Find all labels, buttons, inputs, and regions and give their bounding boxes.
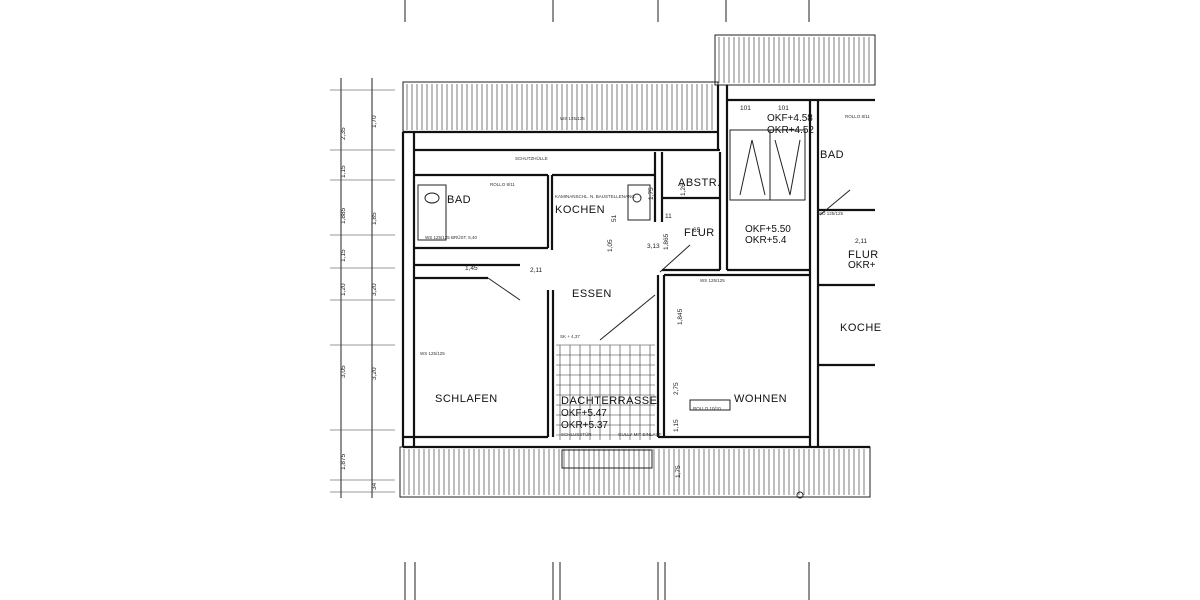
bathtub-drain [424, 192, 440, 204]
dim-label: 101 [778, 105, 789, 112]
room-label-essen: ESSEN [572, 288, 612, 300]
dim-label: 1,885 [340, 207, 347, 224]
kitchen-counter [627, 184, 651, 221]
dim-label: 11 [665, 213, 672, 220]
dim-label: 65 [693, 227, 701, 234]
kitchen-sink [632, 193, 642, 203]
room-label-flur-right: FLUR [848, 249, 879, 261]
terrace-paving [556, 344, 655, 440]
dim-label: 1,20 [340, 283, 347, 296]
roof-hatch-top [406, 84, 713, 130]
roof-top-outline [402, 81, 719, 133]
note-kamin: KAMINANSCHL. N. BAUSTELLENANG. [555, 194, 636, 199]
note-window-right: WD 125/125 [818, 211, 844, 216]
dim-label: 3,20 [371, 283, 378, 296]
room-label-abstr: ABSTR. [678, 177, 721, 189]
dim-label: 34 [371, 482, 378, 490]
dim-label: 2,11 [855, 238, 868, 245]
roof-bottom-outline [399, 446, 871, 498]
grid-stub-lines [404, 0, 810, 600]
dim-label: 3,05 [340, 365, 347, 378]
room-label-dachterrasse: DACHTERRASSE [561, 395, 657, 407]
roof-hatch-top-right [718, 37, 870, 83]
door-swing [487, 277, 521, 301]
door-swing [819, 189, 851, 216]
staircase [729, 129, 806, 201]
dim-label: 1,45 [465, 265, 478, 272]
dim-label: 1,845 [677, 308, 684, 325]
dim-label: 51 [611, 214, 618, 222]
interior-walls [414, 148, 875, 437]
dim-label: 101 [740, 105, 751, 112]
room-label-flur: FLUR [684, 227, 715, 239]
note-window-bad: WS 125/125 BRÜST. 5,40 [425, 234, 478, 240]
room-label-wohnen: WOHNEN [734, 393, 787, 405]
roof-hatch-bottom [403, 449, 865, 495]
note-sk: SK + 4,37 [560, 334, 580, 339]
dim-label: 1,15 [340, 165, 347, 178]
note-gully: GULLY MIT EINLAUF [618, 432, 662, 437]
level-label-stair-okr: OKR+4.52 [767, 125, 814, 136]
note-dachterrasse: SCHLUSSTÜR [561, 431, 592, 437]
roller-shutter-box [689, 399, 731, 411]
dim-label: 1,70 [371, 115, 378, 128]
level-label-terrace-okr: OKR+5.37 [561, 420, 608, 431]
note-rollo-kueche: ROLLO 8/11 [490, 182, 515, 187]
door-swing [599, 294, 656, 341]
roof-top-right-outline [714, 34, 876, 86]
dim-label: 3,13 [647, 243, 660, 250]
level-label-flur-okf: OKF+5.50 [745, 224, 791, 235]
room-label-bad: BAD [447, 194, 471, 206]
dim-label: 2,75 [673, 382, 680, 395]
dim-label: 2,35 [340, 127, 347, 140]
room-label-kochen-right: KOCHE [840, 322, 882, 334]
dim-label: 1,75 [648, 187, 655, 200]
level-label-right-okr: OKR+ [848, 260, 876, 271]
door-swing [659, 244, 691, 273]
drain-marker [796, 491, 804, 499]
note-rollo-wohnen: ROLLO 10/10 [693, 406, 721, 411]
note-schutzhuelle: SCHUTZHÜLLE [515, 155, 548, 161]
room-label-schlafen: SCHLAFEN [435, 393, 498, 405]
level-label-flur-okr: OKR+5.4 [745, 235, 787, 246]
room-label-kochen: KOCHEN [555, 204, 605, 216]
note-window-wohnen: WS 125/125 [700, 278, 725, 283]
level-label-terrace-okf: OKF+5.47 [561, 408, 607, 419]
dim-label: 1,85 [371, 212, 378, 225]
bathtub [417, 184, 447, 241]
note-window-schlafen: WS 125/125 [420, 351, 445, 356]
dim-label: 1,875 [340, 453, 347, 470]
dim-label: 1,15 [673, 419, 680, 432]
dim-label: 2,11 [530, 267, 543, 274]
dim-label: 1,05 [607, 239, 614, 252]
dim-label: 1,26 [680, 183, 687, 196]
outer-walls [401, 85, 875, 449]
note-window: WS 125/125 [560, 116, 585, 121]
level-label-stair-okf: OKF+4.58 [767, 113, 813, 124]
dim-label: 1,15 [340, 249, 347, 262]
dim-label: 3,20 [371, 367, 378, 380]
note-rollo-right: ROLLO 8/11 [845, 114, 870, 119]
left-dimension-chain: 2,35 1,15 1,885 1,15 1,20 3,05 1,875 1,7… [330, 78, 395, 498]
dim-label: 1,75 [675, 465, 682, 478]
terrace-gully [561, 449, 653, 469]
room-label-bad-right: BAD [820, 149, 844, 161]
fixtures [417, 184, 851, 499]
dim-label: 1,865 [663, 233, 670, 250]
